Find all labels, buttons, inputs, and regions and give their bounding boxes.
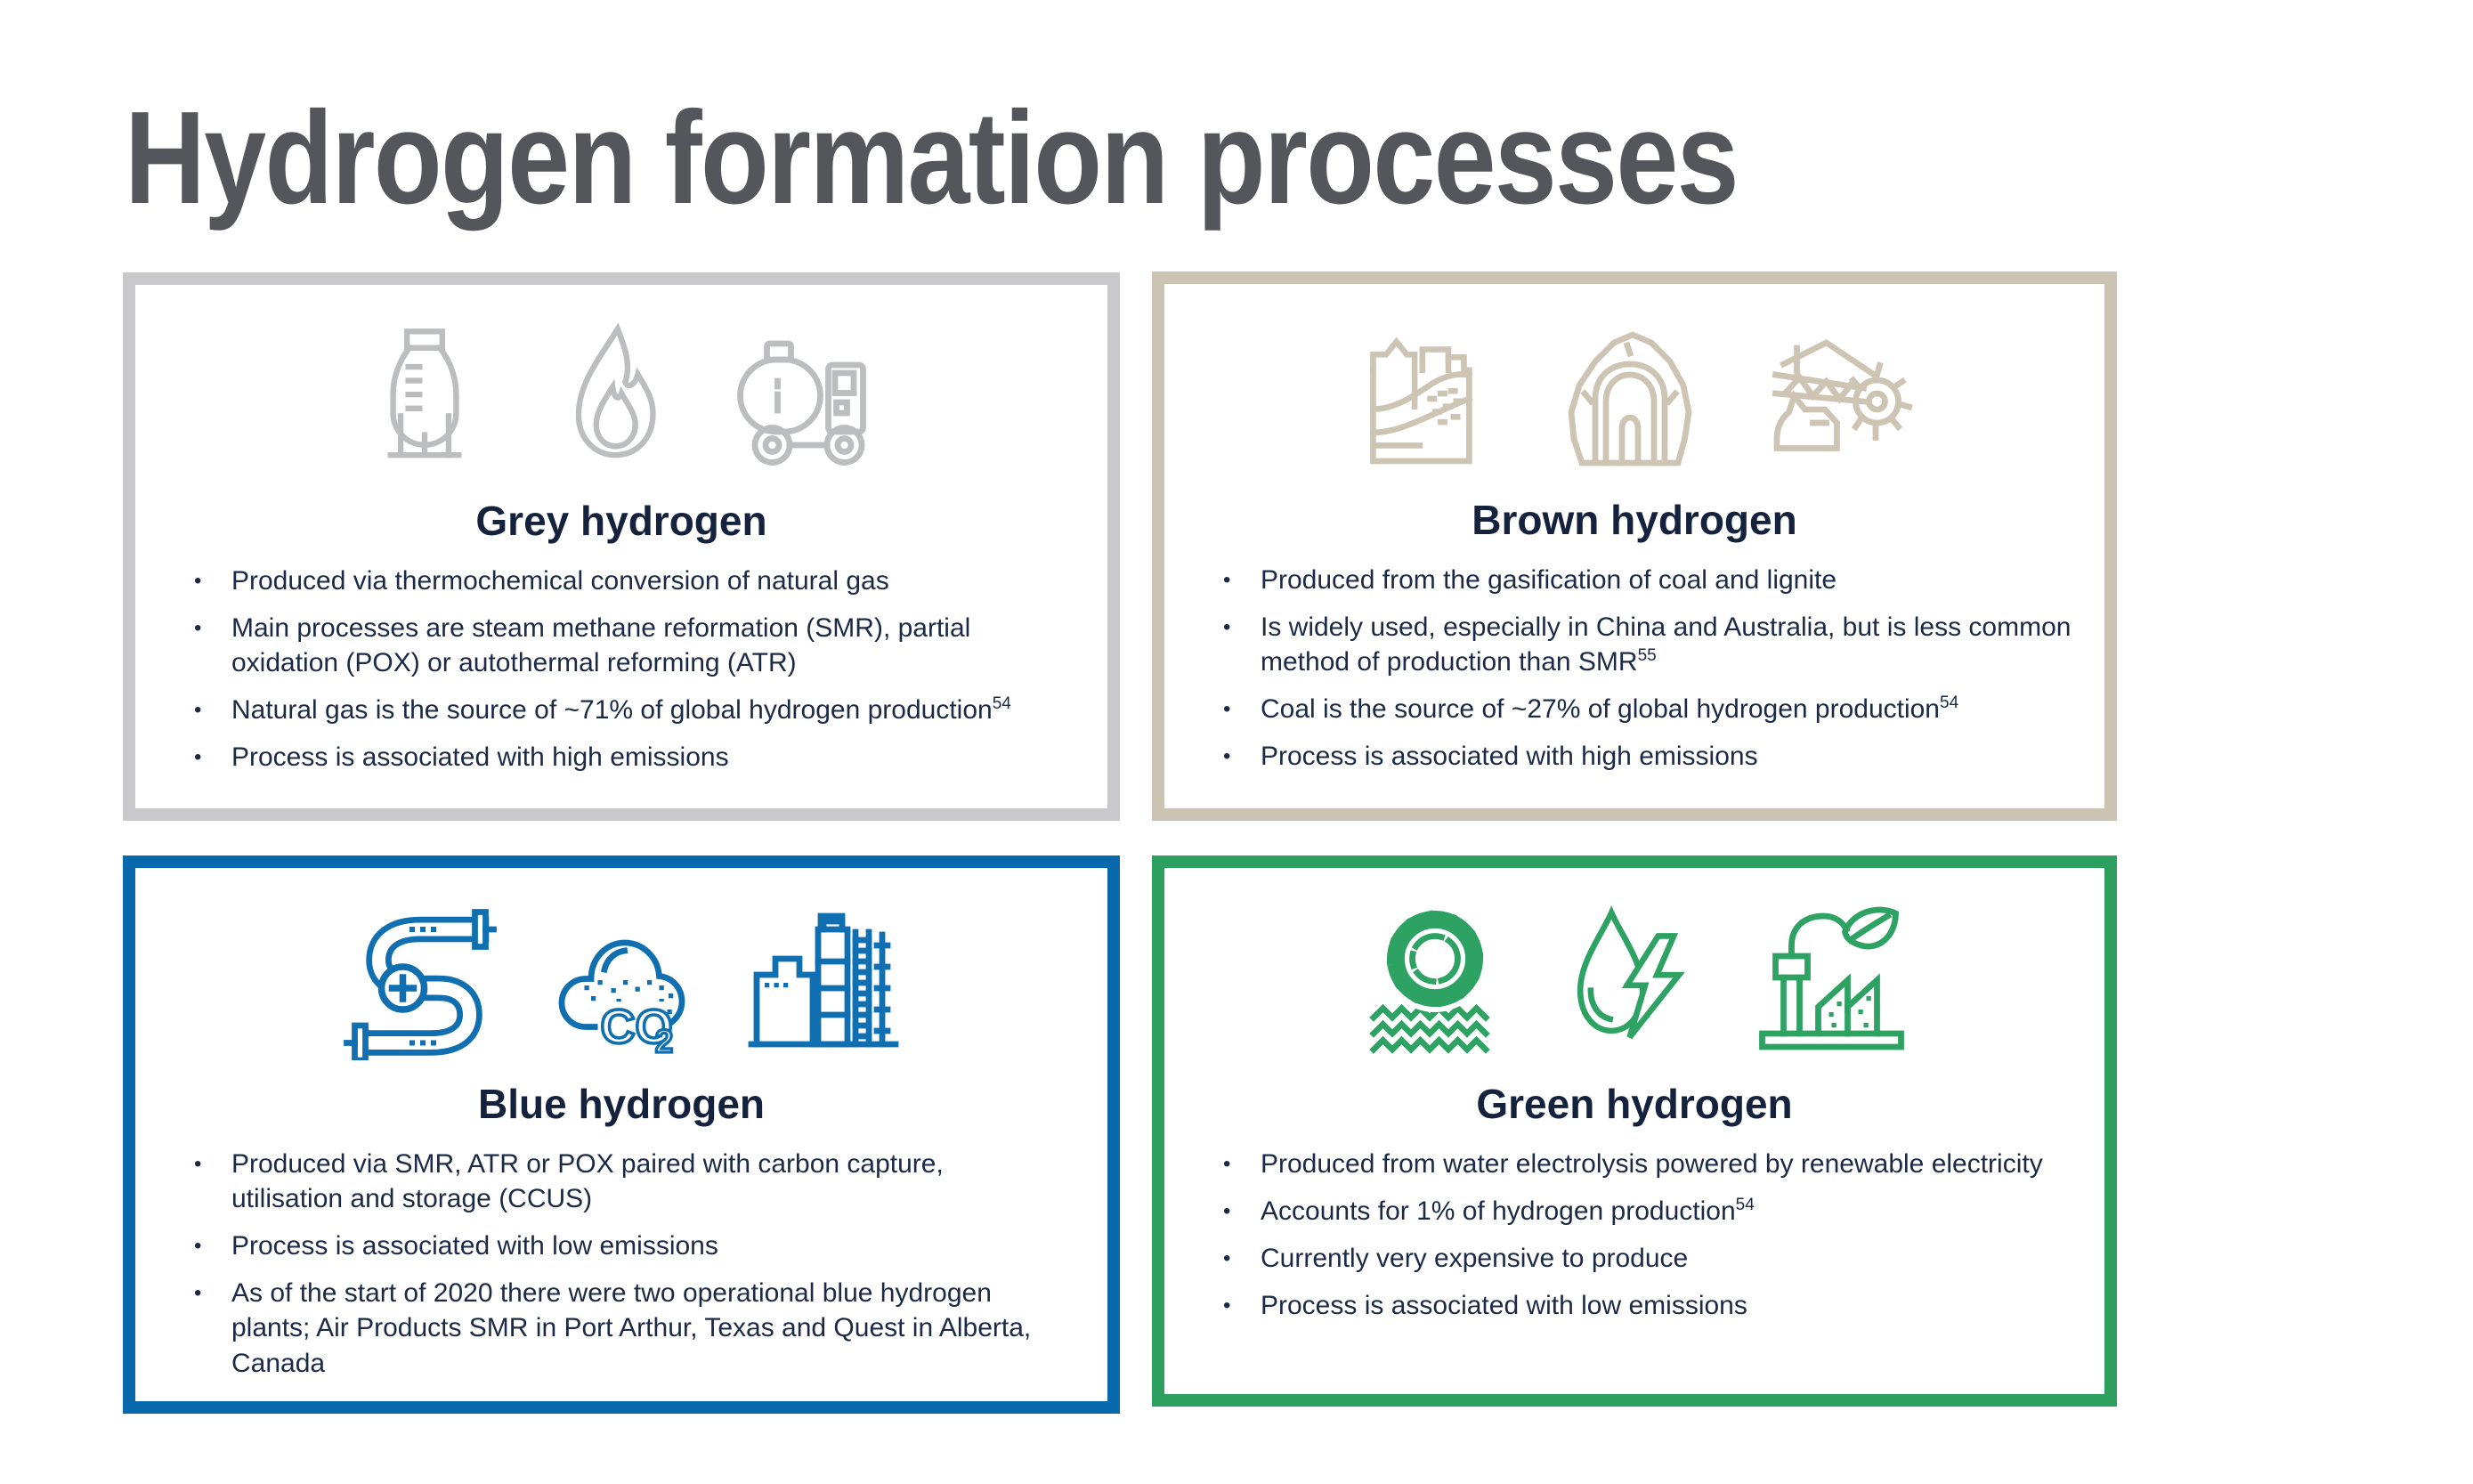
- mine-entrance-icon: [1568, 331, 1692, 466]
- bullet-dot: •: [1223, 614, 1231, 639]
- blue-hydrogen-card: CO 2 Blue hydrogen •Produced via S: [123, 856, 1120, 1414]
- bullet-text: Produced via thermochemical conversion o…: [231, 565, 889, 596]
- bullet-dot: •: [1223, 696, 1231, 721]
- co2-sub-text: 2: [655, 1023, 673, 1059]
- bullet-text: Process is associated with high emission…: [231, 742, 729, 772]
- bullet-item: • Produced via thermochemical conversion …: [187, 564, 1082, 599]
- storage-tank-icon: [387, 328, 461, 458]
- bullet-dot: •: [1223, 567, 1231, 592]
- bullet-item: • Process is associated with high emissio…: [1216, 739, 2080, 774]
- bullet-item: • Natural gas is the source of ~71% of gl…: [187, 693, 1082, 728]
- bullet-dot: •: [194, 1151, 202, 1176]
- bullet-item: • Main processes are steam methane reform…: [187, 611, 1082, 681]
- card-title: Brown hydrogen: [1472, 497, 1797, 543]
- bullet-item: • Is widely used, especially in China and…: [1216, 610, 2080, 680]
- bullet-item: • Accounts for 1% of hydrogen production5…: [1216, 1194, 2080, 1229]
- card-title: Blue hydrogen: [477, 1081, 766, 1127]
- bullet-list: • Produced from the gasification of coal …: [1216, 563, 2080, 774]
- bullet-text: Accounts for 1% of hydrogen production54: [1261, 1195, 1755, 1226]
- bullet-dot: •: [1223, 1245, 1231, 1270]
- refinery-icon: [748, 912, 898, 1048]
- card-title: Grey hydrogen: [475, 498, 767, 544]
- bullet-item: • Produced from the gasification of coal …: [1216, 563, 2080, 598]
- blue-icons-row: CO 2: [135, 900, 1107, 1060]
- bullet-dot: •: [194, 744, 202, 769]
- eco-factory-leaf-icon: [1759, 906, 1904, 1050]
- bullet-item: • Process is associated with high emissio…: [187, 740, 1082, 775]
- footnote-ref: 54: [1940, 693, 1959, 712]
- bullet-item: • As of the start of 2020 there were two …: [187, 1276, 1082, 1382]
- flame-icon: [575, 322, 656, 458]
- bullet-text: Produced from water electrolysis powered…: [1261, 1148, 2043, 1179]
- bullet-text: Currently very expensive to produce: [1261, 1243, 1689, 1273]
- brown-icons-row: [1164, 316, 2104, 476]
- co2-cloud-icon: CO 2: [558, 939, 685, 1060]
- bullet-item: • Produced from water electrolysis powere…: [1216, 1147, 2080, 1182]
- coal-seam-icon: [1370, 337, 1473, 465]
- bullet-text: Main processes are steam methane reforma…: [231, 612, 971, 678]
- green-hydrogen-card: Green hydrogen • Produced from water elec…: [1152, 856, 2117, 1407]
- gear-sun-waves-icon: [1369, 905, 1490, 1054]
- bullet-text: Natural gas is the source of ~71% of glo…: [231, 693, 1011, 725]
- co2-text: CO: [600, 1001, 672, 1054]
- bucket-wheel-excavator-icon: [1772, 339, 1913, 451]
- bullet-text: Is widely used, especially in China and …: [1261, 612, 2072, 677]
- bullet-dot: •: [1223, 743, 1231, 768]
- bullet-item: • Process is associated with low emission…: [187, 1229, 1082, 1264]
- bullet-dot: •: [1223, 1151, 1231, 1176]
- bullet-text: Process is associated with low emissions: [231, 1230, 718, 1261]
- footnote-ref: 55: [1637, 646, 1657, 666]
- bullet-item: • Process is associated with low emission…: [1216, 1288, 2080, 1324]
- droplet-lightning-icon: [1577, 905, 1685, 1040]
- bullet-text: As of the start of 2020 there were two o…: [231, 1277, 1032, 1378]
- brown-hydrogen-card: Brown hydrogen • Produced from the gasifi…: [1152, 272, 2117, 821]
- bullet-dot: •: [194, 697, 202, 722]
- bullet-dot: •: [194, 1280, 202, 1305]
- bullet-dot: •: [194, 615, 202, 640]
- bullet-dot: •: [1223, 1198, 1231, 1223]
- bullet-item: • Currently very expensive to produce: [1216, 1241, 2080, 1277]
- bullet-item: • Produced via SMR, ATR or POX paired wit…: [187, 1147, 1082, 1217]
- bullet-text: Process is associated with low emissions: [1261, 1290, 1747, 1320]
- footnote-ref: 54: [992, 693, 1011, 713]
- bullet-text: Produced from the gasification of coal a…: [1261, 564, 1837, 595]
- bullet-text: Process is associated with high emission…: [1261, 741, 1758, 771]
- page-title: Hydrogen formation processes: [125, 85, 1739, 231]
- bullet-list: • Produced via thermochemical conversion …: [187, 564, 1082, 775]
- grey-icons-row: [135, 317, 1107, 477]
- bullet-text: Produced via SMR, ATR or POX paired with…: [231, 1148, 944, 1214]
- bullet-list: • Produced from water electrolysis powere…: [1216, 1147, 2080, 1324]
- bullet-dot: •: [194, 1233, 202, 1258]
- bullet-item: • Coal is the source of ~27% of global hy…: [1216, 692, 2080, 727]
- footnote-ref: 54: [1735, 1195, 1755, 1214]
- bullet-dot: •: [194, 568, 202, 593]
- green-icons-row: [1164, 900, 2104, 1060]
- grey-hydrogen-card: Grey hydrogen • Produced via thermochemic…: [123, 272, 1120, 821]
- bullet-dot: •: [1223, 1293, 1231, 1318]
- pipeline-icon: [343, 909, 497, 1060]
- bullet-text: Coal is the source of ~27% of global hyd…: [1261, 693, 1959, 724]
- tanker-truck-icon: [736, 340, 866, 466]
- bullet-list: • Produced via SMR, ATR or POX paired wit…: [187, 1147, 1082, 1382]
- card-title: Green hydrogen: [1476, 1081, 1793, 1127]
